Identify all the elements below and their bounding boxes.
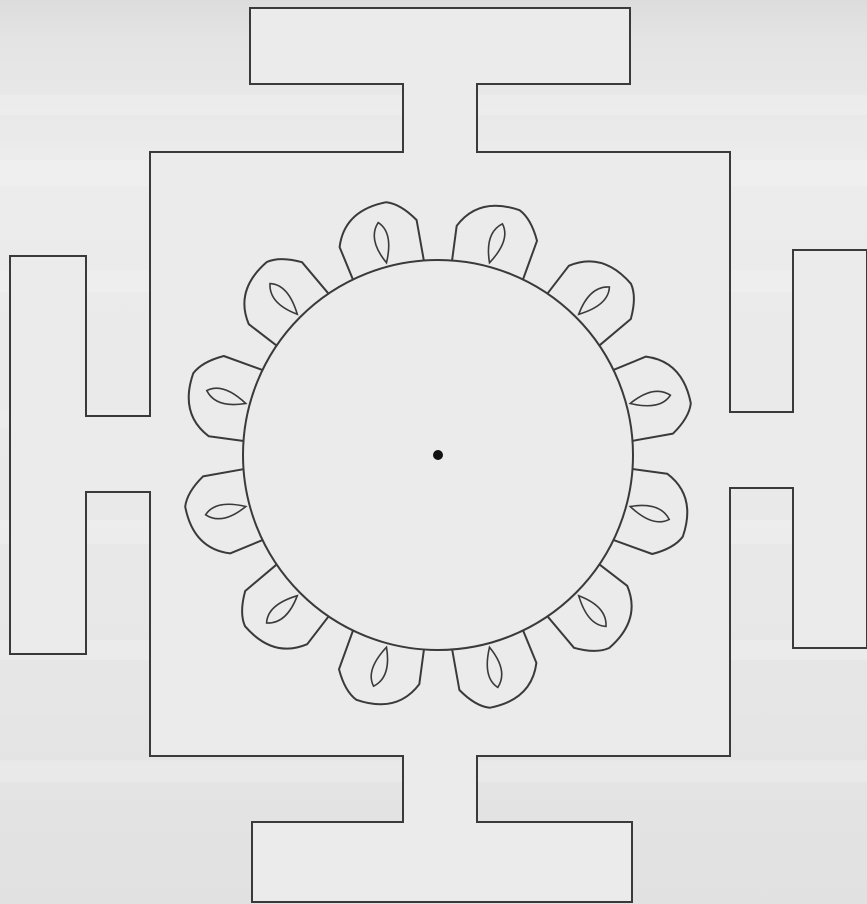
bindu-dot — [433, 450, 443, 460]
